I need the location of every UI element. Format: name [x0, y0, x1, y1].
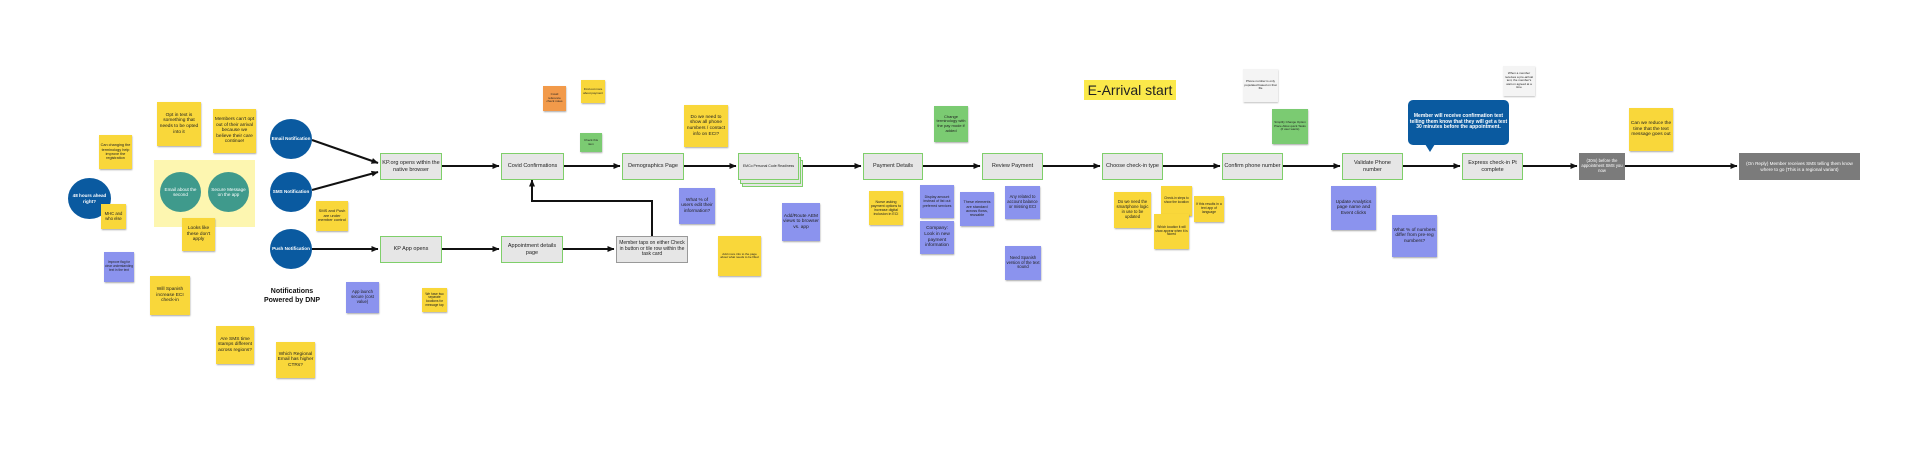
- sticky-sequence-note[interactable]: Which location it will show appear when …: [1154, 214, 1189, 249]
- validate-phone-step[interactable]: Validate Phone number: [1342, 153, 1403, 180]
- arrow-email-to-browser: [311, 139, 379, 164]
- sticky-white-note[interactable]: When a member receives a pre-arrival tex…: [1503, 66, 1535, 96]
- before-appointment-step[interactable]: (30m) before the appointment SMS you now: [1579, 153, 1625, 180]
- sticky-mhc[interactable]: MHC and who else: [101, 204, 126, 229]
- sticky-yellow-top[interactable]: Find out more about payment: [581, 80, 605, 103]
- sticky-sms-push[interactable]: SMS and Push are under member control: [316, 201, 348, 231]
- sticky-survey-note[interactable]: Improve flag for clear understanding tex…: [104, 252, 134, 282]
- sms-notification-node[interactable]: SMS Notification: [270, 172, 312, 212]
- sticky-checkin-steps[interactable]: Check-in steps to show the location: [1161, 186, 1192, 216]
- sticky-regional-email[interactable]: Which Regional Email has higher CTRs?: [276, 342, 315, 378]
- confirm-phone-step[interactable]: Confirm phone number: [1222, 153, 1283, 180]
- sticky-phone-number[interactable]: Phone number is only populated based on …: [1243, 69, 1278, 102]
- kp-browser-step[interactable]: KP.org opens within the native browser: [380, 153, 442, 180]
- sticky-sms-time[interactable]: Are SMS time stamps different across reg…: [216, 326, 254, 364]
- sticky-need-spanish[interactable]: Need Spanish version of the text sound: [1005, 246, 1041, 280]
- confirmation-callout: Member will receive confirmation text te…: [1408, 100, 1509, 145]
- sticky-numbers-differ[interactable]: What % of numbers differ from pre-reg nu…: [1392, 215, 1437, 257]
- sticky-push-small[interactable]: We have two separate locations for messa…: [422, 288, 447, 312]
- email-channel-node[interactable]: Email about the second: [160, 172, 201, 212]
- sticky-demographic-question[interactable]: Do we need to show all phone numbers / c…: [684, 105, 728, 147]
- sticky-green-change[interactable]: Change terminology with the pay mode if …: [934, 106, 968, 142]
- sticky-green-options[interactable]: Simplify Change Option Place Allow quick…: [1272, 109, 1308, 144]
- payment-details-step[interactable]: Payment Details: [863, 153, 923, 180]
- sticky-aem-views[interactable]: Add/Route AEM views to browser vs. app: [782, 203, 820, 241]
- appointment-details-step[interactable]: Appointment details page: [501, 236, 563, 263]
- sticky-company-payment[interactable]: Company: Look in new payment information: [920, 221, 954, 254]
- callout-tail: [1425, 144, 1435, 152]
- sticky-nurse-note[interactable]: Nurse asking payment options to increase…: [869, 191, 903, 225]
- sticky-orange-a[interactable]: Covid reference check notes: [543, 86, 566, 111]
- sticky-display-amount[interactable]: Display amount instead of list out prefe…: [920, 185, 954, 218]
- covid-confirmations-step[interactable]: Covid Confirmations: [501, 153, 564, 180]
- sticky-this-language[interactable]: If this results in a text app of languag…: [1194, 196, 1224, 222]
- emco-readiness-step[interactable]: EMCo Personal Code Readiness: [738, 153, 799, 180]
- sticky-changing-terminology[interactable]: Can changing the terminology help improv…: [99, 135, 132, 169]
- arrow-tap-to-covid: [529, 179, 653, 237]
- sticky-members-cant[interactable]: Members can't opt out of their arrival b…: [213, 109, 256, 153]
- sticky-these-elements[interactable]: These elements are standard across flows…: [960, 192, 994, 226]
- demographics-step[interactable]: Demographics Page: [622, 153, 684, 180]
- secure-message-node[interactable]: Secure Message on the app: [208, 172, 249, 212]
- on-reply-step[interactable]: (On Reply) Member receives SMS telling t…: [1739, 153, 1860, 180]
- sticky-green-a[interactable]: Check this item: [580, 133, 602, 152]
- diagram-title: E-Arrival start: [1084, 80, 1176, 100]
- push-notification-node[interactable]: Push Notification: [270, 229, 312, 269]
- arrow-sms-to-browser: [311, 170, 379, 191]
- sticky-optin[interactable]: Opt in text is something that needs to b…: [157, 102, 201, 146]
- choose-checkin-step[interactable]: Choose check-in type: [1102, 153, 1163, 180]
- notifications-powered-label: Notifications Powered by DNP: [263, 288, 320, 305]
- sticky-app-launch[interactable]: App launch secure (cost value): [346, 282, 379, 313]
- kp-app-opens-step[interactable]: KP App opens: [380, 236, 442, 263]
- email-notification-node[interactable]: Email Notification: [270, 119, 312, 159]
- sticky-add-note[interactable]: Add more info to the page about what nee…: [718, 236, 761, 276]
- member-taps-step[interactable]: Member taps on either Check in button or…: [616, 236, 688, 263]
- sticky-smartphone[interactable]: Do we need the smartphone logic in use t…: [1114, 192, 1151, 228]
- express-checkin-step[interactable]: Express check-in Pt complete: [1462, 153, 1523, 180]
- sticky-reduce-time[interactable]: Can we reduce the time that the text mes…: [1629, 108, 1673, 151]
- sticky-looks-like[interactable]: Looks like these don't apply: [182, 218, 215, 251]
- sticky-update-analytics[interactable]: Update Analytics page name and Event cli…: [1331, 186, 1376, 230]
- sticky-spanish[interactable]: Will Spanish increase ECI check-in: [150, 276, 190, 315]
- sticky-any-related[interactable]: Any related to account balance or missin…: [1005, 186, 1040, 219]
- sticky-users-info[interactable]: What % of users edit their information?: [679, 188, 715, 224]
- review-payment-step[interactable]: Review Payment: [982, 153, 1043, 180]
